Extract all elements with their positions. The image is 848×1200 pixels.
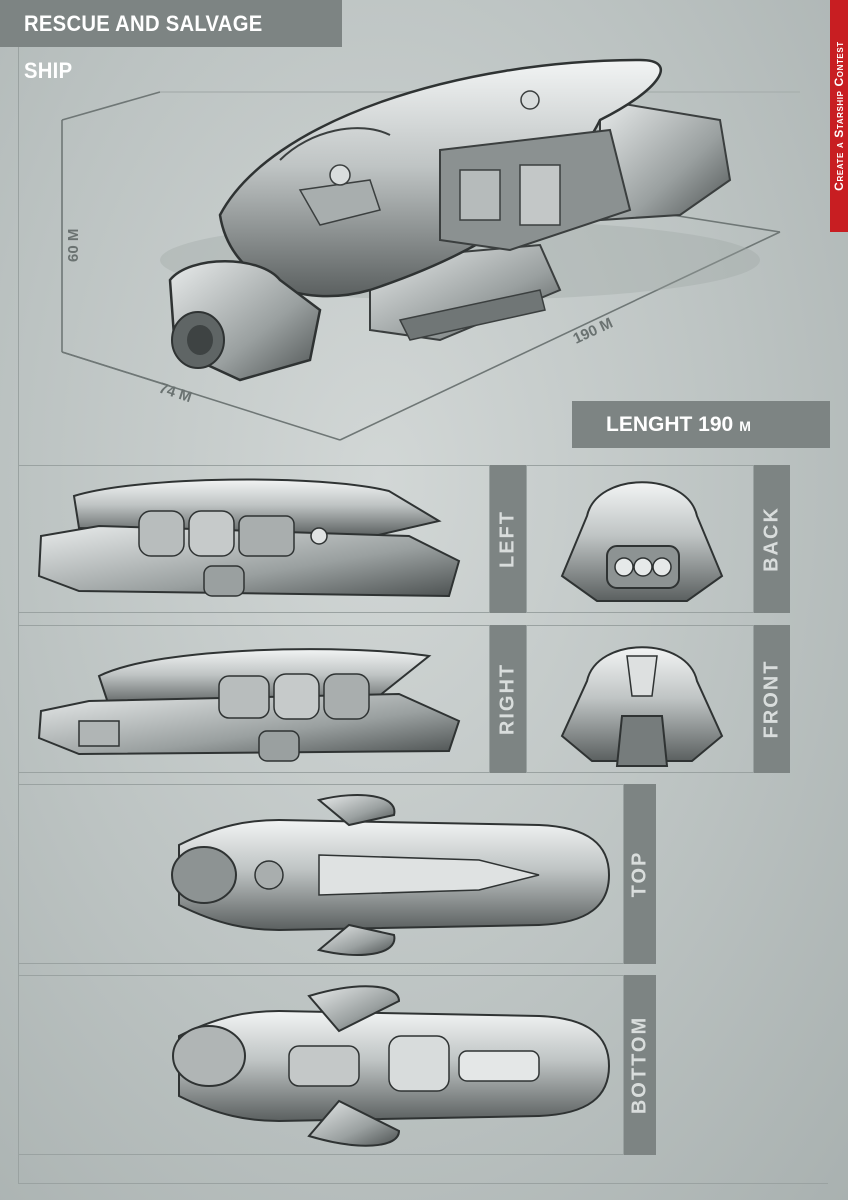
bottom-view-tab: BOTTOM — [624, 975, 656, 1155]
perspective-view: 60 M 74 M 190 M — [61, 58, 800, 441]
left-view-tab: LEFT — [490, 465, 526, 613]
ship-front-view-image — [560, 646, 724, 767]
length-badge: LENGHT 190 M — [572, 401, 830, 448]
top-view-panel — [18, 784, 624, 964]
left-view-label: LEFT — [496, 510, 519, 568]
top-view-label: TOP — [628, 850, 651, 898]
left-view-panel — [18, 465, 490, 613]
bottom-view-panel — [18, 975, 624, 1155]
ship-top-view-image — [171, 794, 611, 956]
front-view-label: FRONT — [760, 659, 783, 739]
ship-bottom-view-image — [172, 985, 611, 1147]
back-view-tab: BACK — [754, 465, 790, 613]
height-dimension-label: 60 M — [65, 229, 82, 262]
bottom-view-label: BOTTOM — [628, 1015, 651, 1115]
page-title: RESCUE AND SALVAGE SHIP — [0, 0, 342, 83]
ship-back-view-image — [560, 481, 724, 602]
top-view-tab: TOP — [624, 784, 656, 964]
right-view-panel — [18, 625, 490, 773]
width-dimension-label: 74 M — [157, 380, 194, 406]
contest-label: Create a Starship Contest — [832, 41, 846, 191]
right-view-label: RIGHT — [496, 662, 519, 736]
front-view-tab: FRONT — [754, 625, 790, 773]
right-view-tab: RIGHT — [490, 625, 526, 773]
width-dimension-line — [61, 351, 341, 441]
ship-left-view-image — [37, 478, 461, 598]
contest-badge: Create a Starship Contest — [830, 0, 848, 232]
length-unit: M — [739, 418, 751, 434]
back-view-panel — [526, 465, 754, 613]
ship-right-view-image — [37, 648, 461, 762]
length-label: LENGHT 190 — [606, 413, 734, 436]
ship-perspective-image — [160, 58, 760, 382]
front-view-panel — [526, 625, 754, 773]
back-view-label: BACK — [760, 506, 783, 572]
length-dimension-line — [339, 231, 781, 441]
